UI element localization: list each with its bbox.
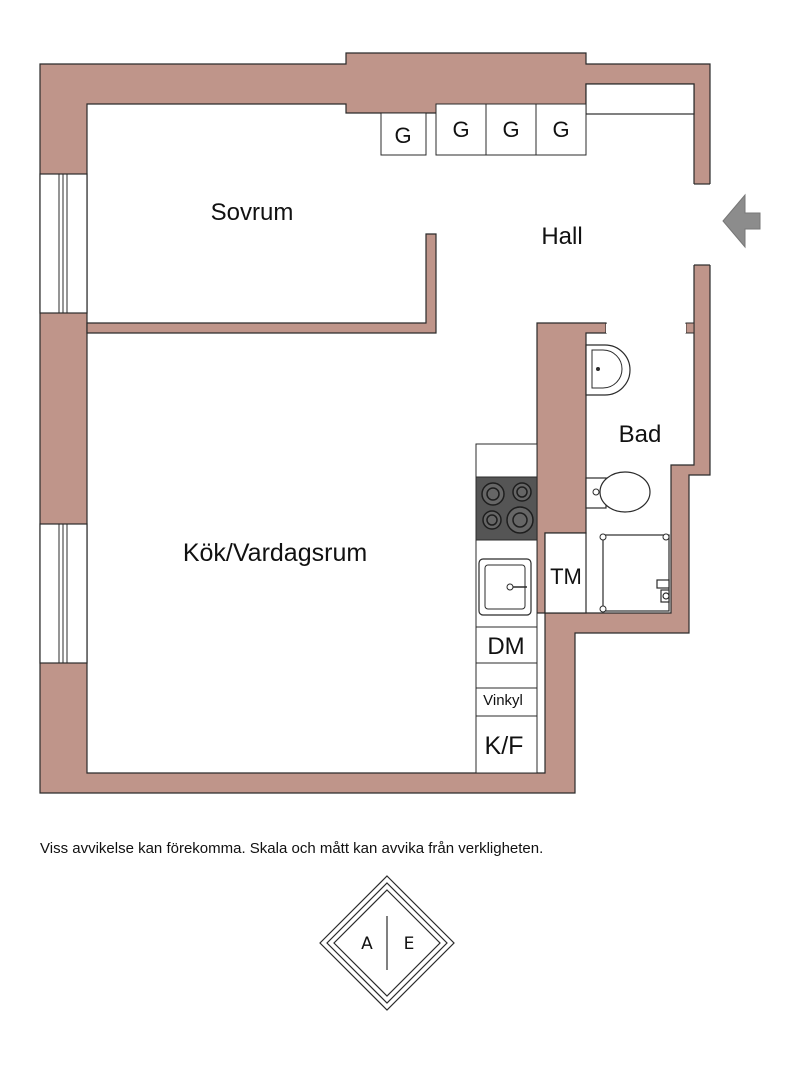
wardrobe-label: G <box>452 117 469 142</box>
bathroom-door-opening <box>606 324 686 333</box>
disclaimer-text: Viss avvikelse kan förekomma. Skala och … <box>40 840 544 857</box>
entrance-arrow-icon <box>722 193 761 249</box>
wardrobe-3: G <box>485 103 537 156</box>
interior-floor <box>86 83 695 774</box>
brand-logo: A E <box>319 875 455 1011</box>
shower-tap-icon <box>656 579 670 603</box>
washer-box: TM <box>544 532 587 614</box>
wardrobe-2: G <box>435 103 487 156</box>
logo-letter-e: E <box>404 934 415 954</box>
room-label-bad: Bad <box>619 421 662 448</box>
fridge-freezer-label: K/F <box>485 732 524 760</box>
wardrobe-label: G <box>502 117 519 142</box>
wardrobe-1: G <box>380 112 427 156</box>
shower-area <box>599 533 670 613</box>
wardrobe-4: G <box>535 103 587 156</box>
entry-door-opening <box>693 184 711 265</box>
bedroom-wall <box>86 233 437 334</box>
kitchen-counter: DM Vinkyl K/F <box>475 443 538 774</box>
room-label-sovrum: Sovrum <box>211 199 294 226</box>
wardrobe-label: G <box>552 117 569 142</box>
dishwasher-label: DM <box>487 633 524 660</box>
window-lower <box>39 523 88 664</box>
stove-burner-icon <box>481 482 534 534</box>
bathroom-right-wall-notch <box>685 322 695 334</box>
logo-letter-a: A <box>361 934 373 954</box>
toilet-icon <box>585 471 651 513</box>
hall-shelf <box>585 83 695 115</box>
window-upper <box>39 173 88 314</box>
wine-cooler-label: Vinkyl <box>483 692 523 709</box>
washer-label: TM <box>550 564 582 589</box>
room-label-kok-vardagsrum: Kök/Vardagsrum <box>183 539 367 567</box>
room-label-hall: Hall <box>541 223 582 250</box>
washbasin-icon <box>585 344 631 396</box>
wardrobe-label: G <box>394 123 411 148</box>
